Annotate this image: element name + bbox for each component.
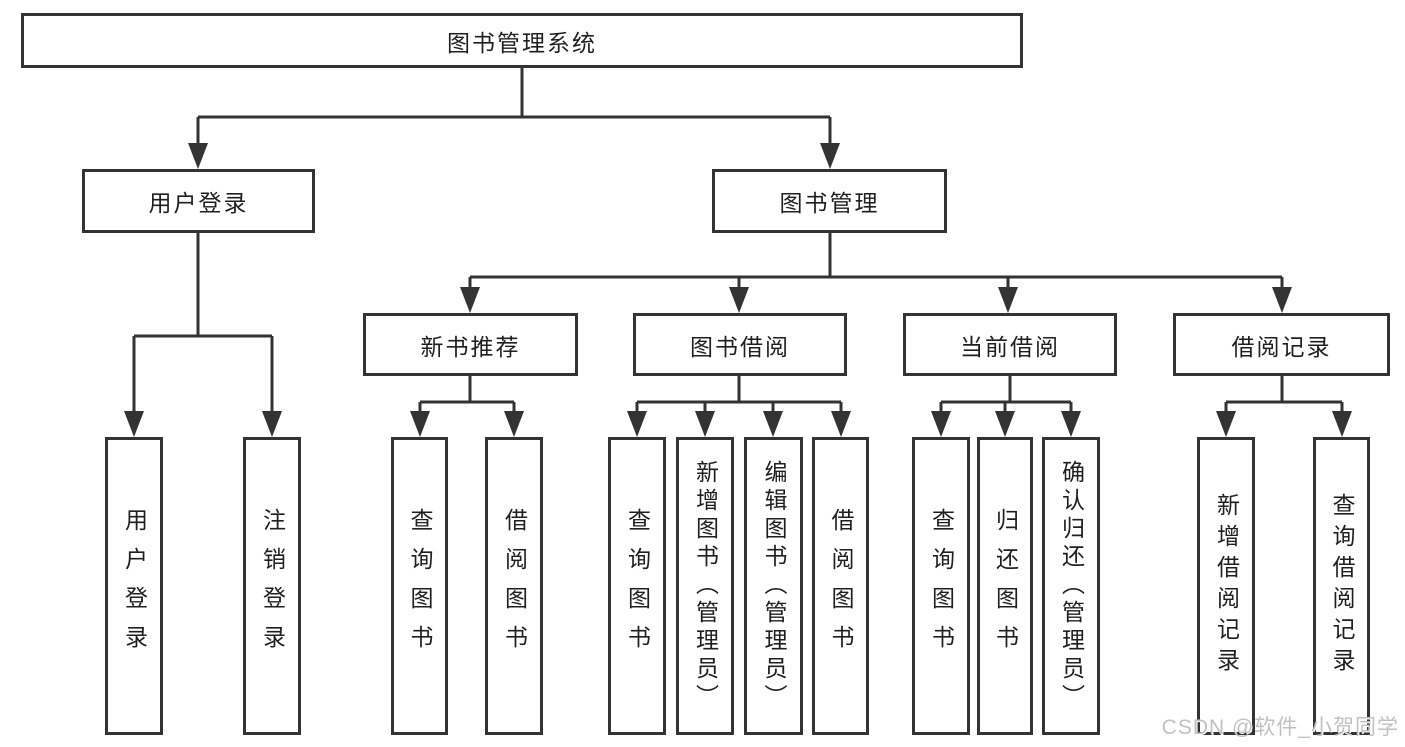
arrowheads: [124, 143, 1352, 437]
node-user-login: 用户登录: [82, 169, 315, 233]
leaf-confirm-return-admin: 确认归还（管理员）: [1042, 437, 1100, 735]
leaf-return-books: 归还图书: [977, 437, 1033, 735]
leaf-borrow-books: 借阅图书: [812, 437, 869, 735]
node-current-borrowing: 当前借阅: [903, 313, 1117, 376]
leaf-query-books: 查询图书: [608, 437, 666, 735]
csdn-watermark: CSDN @软件_小贺同学: [1161, 716, 1399, 739]
leaf-query-books: 查询图书: [912, 437, 970, 735]
leaf-edit-books-admin: 编辑图书（管理员）: [744, 437, 803, 735]
node-library-system: 图书管理系统: [21, 13, 1023, 68]
leaf-borrow-books: 借阅图书: [485, 437, 543, 735]
node-borrow-records: 借阅记录: [1173, 313, 1390, 376]
leaf-add-books-admin: 新增图书（管理员）: [676, 437, 734, 735]
leaf-query-books: 查询图书: [391, 437, 448, 735]
node-book-management: 图书管理: [712, 169, 947, 233]
leaf-logout: 注销登录: [243, 437, 301, 735]
node-book-borrowing: 图书借阅: [633, 313, 847, 376]
leaf-query-borrow-record: 查询借阅记录: [1313, 437, 1370, 735]
node-new-book-recommend: 新书推荐: [363, 313, 578, 376]
leaf-add-borrow-record: 新增借阅记录: [1197, 437, 1255, 735]
leaf-user-login: 用户登录: [105, 437, 163, 735]
